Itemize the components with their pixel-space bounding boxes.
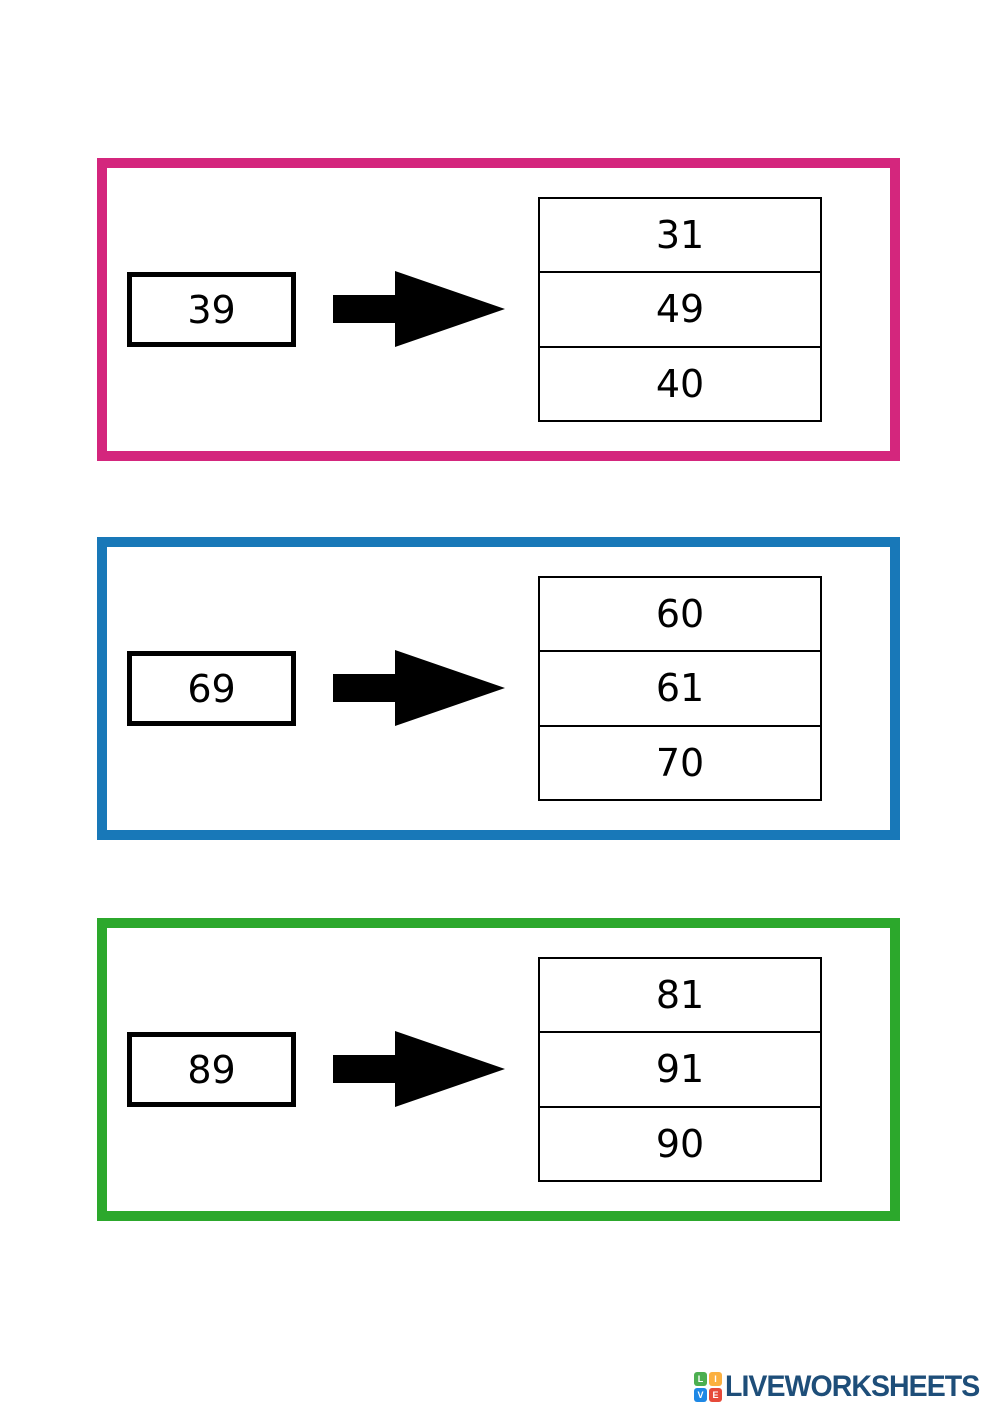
option-cell[interactable]: 90 — [655, 1121, 705, 1166]
logo-tile-l: L — [694, 1372, 707, 1386]
exercise-band-2: 69 60 61 70 — [97, 537, 900, 840]
option-cell[interactable]: 60 — [540, 578, 820, 653]
logo-tile-e: E — [709, 1388, 722, 1402]
right-arrow-icon — [333, 1031, 505, 1107]
option-cell[interactable]: 81 — [540, 959, 820, 1034]
exercise-band-1: 39 31 49 40 — [97, 158, 900, 461]
option-cell[interactable]: 40 — [655, 361, 705, 406]
logo-tile-v: V — [694, 1388, 707, 1402]
given-number-box: 39 — [127, 272, 296, 347]
right-arrow-icon — [333, 271, 505, 347]
answer-options-table: 81 91 90 — [538, 957, 822, 1182]
logo-tile-i: I — [709, 1372, 722, 1386]
given-number-box: 69 — [127, 651, 296, 726]
liveworksheets-wordmark: LIVEWORKSHEETS — [725, 1370, 980, 1403]
option-cell[interactable]: 91 — [540, 1033, 820, 1108]
answer-options-table: 31 49 40 — [538, 197, 822, 422]
option-cell[interactable]: 31 — [540, 199, 820, 274]
right-arrow-icon — [333, 650, 505, 726]
option-cell[interactable]: 49 — [540, 273, 820, 348]
exercise-band-3: 89 81 91 90 — [97, 918, 900, 1221]
answer-options-table: 60 61 70 — [538, 576, 822, 801]
liveworksheets-tiles-icon: L I V E — [694, 1372, 722, 1402]
option-cell[interactable]: 61 — [540, 652, 820, 727]
given-number-box: 89 — [127, 1032, 296, 1107]
liveworksheets-logo: L I V E LIVEWORKSHEETS — [694, 1368, 993, 1406]
option-cell[interactable]: 70 — [655, 740, 705, 785]
